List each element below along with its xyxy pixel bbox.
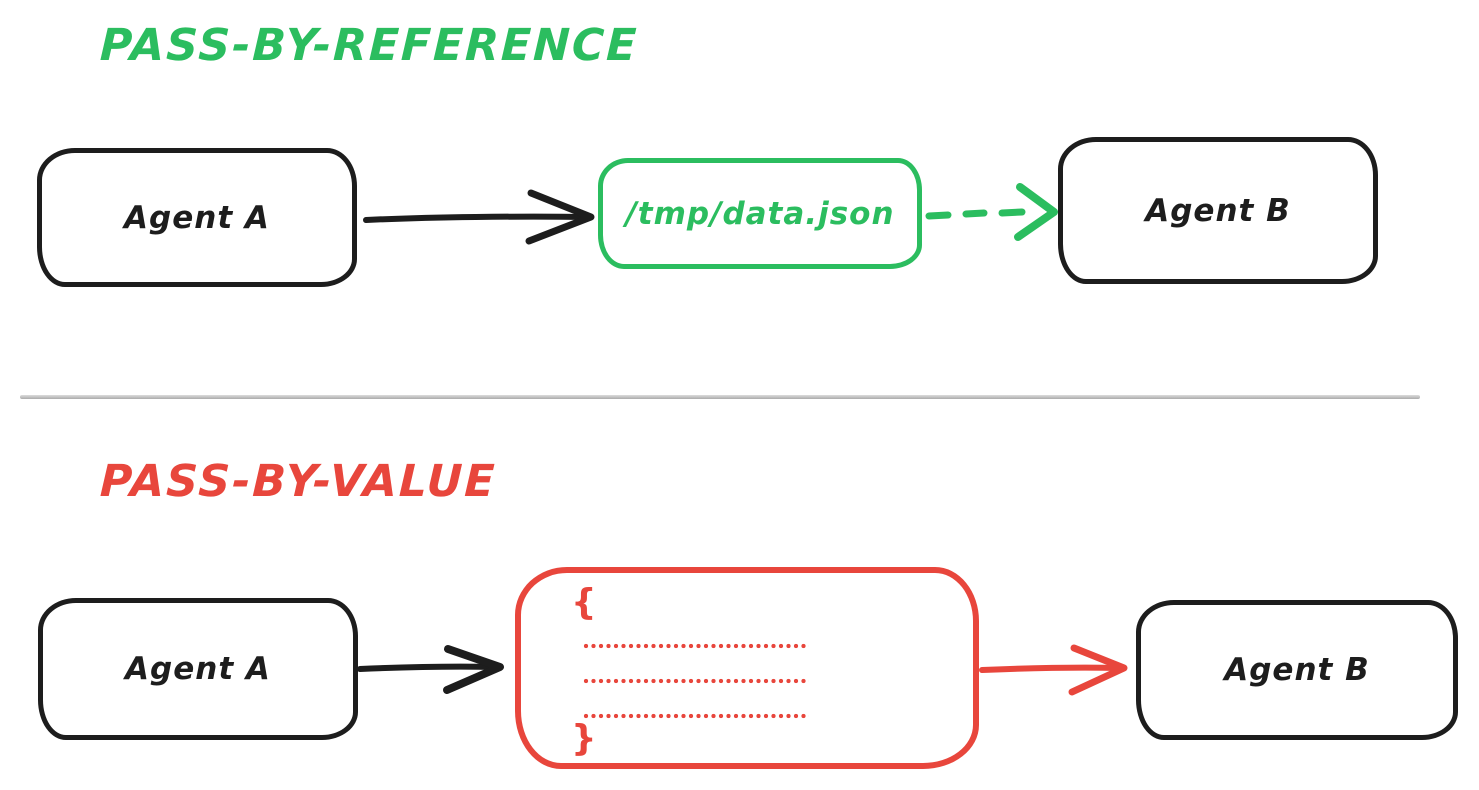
solid-right-arrow-icon: [363, 189, 595, 245]
pass-by-value-title: PASS-BY-VALUE: [99, 456, 498, 507]
agent-a-node-value: Agent A: [38, 598, 358, 740]
agent-b-label: Agent B: [1145, 192, 1291, 229]
dotted-line: [583, 713, 809, 719]
agent-b-node-reference: Agent B: [1058, 137, 1378, 284]
dotted-line: [583, 643, 809, 649]
dashed-right-arrow-icon: [925, 183, 1058, 241]
agent-a-label: Agent A: [125, 651, 271, 687]
file-reference-node: /tmp/data.json: [598, 158, 922, 269]
agent-a-node-reference: Agent A: [37, 148, 357, 287]
json-payload-node: { }: [515, 567, 979, 769]
solid-right-arrow-icon: [357, 645, 504, 694]
close-brace-glyph: }: [571, 718, 597, 759]
agent-a-label: Agent A: [124, 199, 270, 236]
dotted-line: [583, 678, 809, 684]
section-divider: [20, 395, 1420, 399]
agent-b-node-value: Agent B: [1136, 600, 1458, 740]
open-brace-glyph: {: [571, 582, 597, 623]
agent-b-label: Agent B: [1224, 652, 1370, 688]
solid-right-arrow-red-icon: [979, 644, 1128, 696]
file-path-label: /tmp/data.json: [625, 195, 895, 232]
pass-by-reference-title: PASS-BY-REFERENCE: [99, 20, 640, 71]
